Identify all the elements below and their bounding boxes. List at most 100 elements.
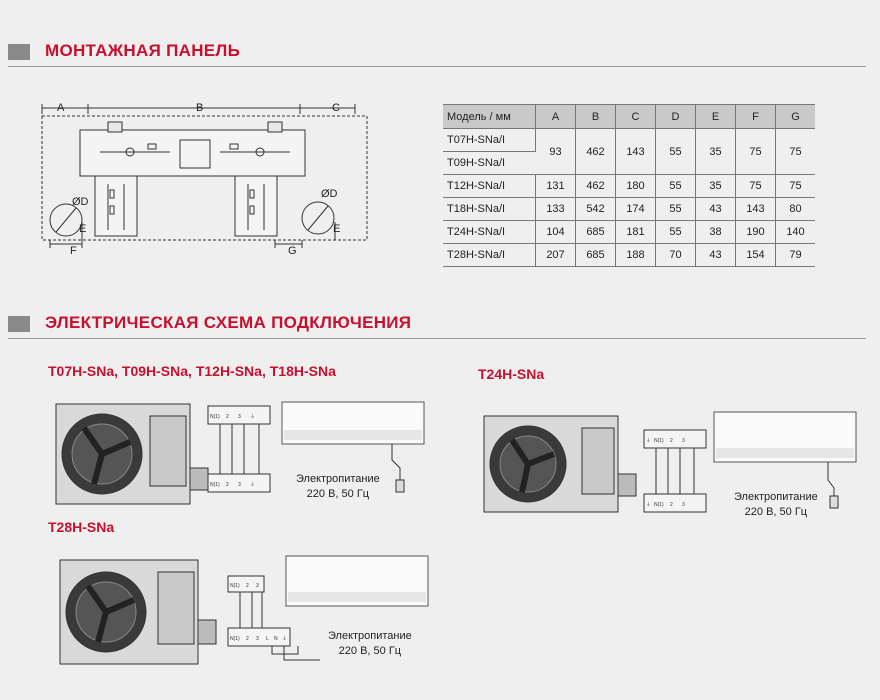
- svg-text:⏚: ⏚: [282, 635, 287, 642]
- table-cell: 462: [575, 174, 616, 198]
- table-cell: 542: [575, 197, 616, 221]
- svg-text:2: 2: [226, 482, 229, 488]
- table-cell: 462: [575, 128, 616, 175]
- table-cell: 75: [735, 174, 776, 198]
- table-row: T28H-SNa/I 207 685 188 70 43 154 79: [443, 243, 815, 267]
- dim-label-g: G: [288, 245, 297, 257]
- section-marker: [8, 316, 30, 332]
- dim-label-d-left: ØD: [72, 196, 89, 208]
- table-cell: 35: [695, 128, 736, 175]
- table-header-row: Модель / мм A B C D E F G: [443, 104, 815, 129]
- svg-text:⏚: ⏚: [646, 437, 651, 444]
- svg-text:2: 2: [670, 438, 673, 444]
- table-cell: 181: [615, 220, 656, 244]
- mount-section-header: МОНТАЖНАЯ ПАНЕЛЬ: [8, 40, 866, 67]
- table-cell: 140: [775, 220, 815, 244]
- diagram1-power-label: Электропитание 220 В, 50 Гц: [296, 472, 380, 502]
- table-header-cell: A: [535, 104, 576, 129]
- table-cell: 154: [735, 243, 776, 267]
- diagram2-title: T24H-SNa: [478, 366, 545, 382]
- svg-text:N(1): N(1): [654, 502, 664, 508]
- table-header-cell: D: [655, 104, 696, 129]
- diagram3-title: T28H-SNa: [48, 519, 115, 535]
- table-cell: 75: [775, 174, 815, 198]
- table-header-cell: G: [775, 104, 815, 129]
- table-cell: 174: [615, 197, 656, 221]
- svg-text:3: 3: [238, 482, 241, 488]
- table-cell: 38: [695, 220, 736, 244]
- table-cell: 131: [535, 174, 576, 198]
- dim-label-e-right: E: [333, 223, 341, 235]
- diagram3-power-label: Электропитание 220 В, 50 Гц: [328, 629, 412, 659]
- svg-text:2: 2: [246, 636, 249, 642]
- table-cell: 43: [695, 243, 736, 267]
- diagram2-power-label: Электропитание 220 В, 50 Гц: [734, 490, 818, 520]
- dim-label-c: C: [332, 102, 340, 114]
- table-cell: 75: [775, 128, 815, 175]
- table-cell-model: T07H-SNa/I: [443, 128, 536, 152]
- power-line2: 220 В, 50 Гц: [338, 645, 402, 657]
- svg-text:N(1): N(1): [230, 583, 240, 589]
- svg-text:N(1): N(1): [230, 636, 240, 642]
- table-header-cell: F: [735, 104, 776, 129]
- table-cell: 75: [735, 128, 776, 175]
- table-header-cell: B: [575, 104, 616, 129]
- table-row: T12H-SNa/I 131 462 180 55 35 75 75: [443, 174, 815, 198]
- power-line1: Электропитание: [296, 473, 380, 485]
- power-line1: Электропитание: [734, 491, 818, 503]
- svg-text:N(1): N(1): [210, 414, 220, 420]
- table-cell: 685: [575, 243, 616, 267]
- table-header-cell: E: [695, 104, 736, 129]
- table-cell: 43: [695, 197, 736, 221]
- svg-text:2: 2: [226, 414, 229, 420]
- svg-text:3: 3: [238, 414, 241, 420]
- wiring-section-header: ЭЛЕКТРИЧЕСКАЯ СХЕМА ПОДКЛЮЧЕНИЯ: [8, 312, 866, 339]
- svg-text:2: 2: [246, 583, 249, 589]
- table-cell: 143: [735, 197, 776, 221]
- table-cell: 55: [655, 128, 696, 175]
- mounting-plate-drawing: [41, 104, 368, 248]
- table-row: T07H-SNa/I 93 462 143 55 35 75 75: [443, 128, 815, 175]
- power-line2: 220 В, 50 Гц: [306, 488, 370, 500]
- power-line2: 220 В, 50 Гц: [744, 506, 808, 518]
- table-cell: 188: [615, 243, 656, 267]
- dim-label-f: F: [70, 245, 77, 257]
- dim-label-e-left: E: [79, 223, 87, 235]
- table-row: T18H-SNa/I 133 542 174 55 43 143 80: [443, 197, 815, 221]
- table-cell-model: T28H-SNa/I: [443, 243, 536, 267]
- svg-text:3: 3: [682, 502, 685, 508]
- mount-section-title: МОНТАЖНАЯ ПАНЕЛЬ: [45, 41, 241, 60]
- svg-text:L: L: [266, 636, 269, 642]
- table-cell: 207: [535, 243, 576, 267]
- svg-text:⏚: ⏚: [250, 413, 255, 420]
- svg-text:⏚: ⏚: [646, 501, 651, 508]
- table-cell-model: T24H-SNa/I: [443, 220, 536, 244]
- svg-text:3: 3: [256, 583, 259, 589]
- table-cell: 104: [535, 220, 576, 244]
- table-cell-model: T09H-SNa/I: [443, 151, 536, 175]
- table-cell: 180: [615, 174, 656, 198]
- wiring-section-title: ЭЛЕКТРИЧЕСКАЯ СХЕМА ПОДКЛЮЧЕНИЯ: [45, 313, 412, 332]
- table-row: T24H-SNa/I 104 685 181 55 38 190 140: [443, 220, 815, 244]
- table-cell-model: T12H-SNa/I: [443, 174, 536, 198]
- table-cell: 190: [735, 220, 776, 244]
- table-cell: 685: [575, 220, 616, 244]
- section-marker: [8, 44, 30, 60]
- dim-label-a: A: [57, 102, 65, 114]
- table-header-cell: C: [615, 104, 656, 129]
- table-cell-model: T18H-SNa/I: [443, 197, 536, 221]
- table-cell: 80: [775, 197, 815, 221]
- table-cell: 35: [695, 174, 736, 198]
- dim-label-d-right: ØD: [321, 188, 338, 200]
- power-line1: Электропитание: [328, 630, 412, 642]
- svg-text:N(1): N(1): [654, 438, 664, 444]
- table-cell: 55: [655, 197, 696, 221]
- svg-text:N(1): N(1): [210, 482, 220, 488]
- table-cell: 79: [775, 243, 815, 267]
- table-cell: 70: [655, 243, 696, 267]
- table-cell: 133: [535, 197, 576, 221]
- diagram1-title: T07H-SNa, T09H-SNa, T12H-SNa, T18H-SNa: [48, 363, 336, 379]
